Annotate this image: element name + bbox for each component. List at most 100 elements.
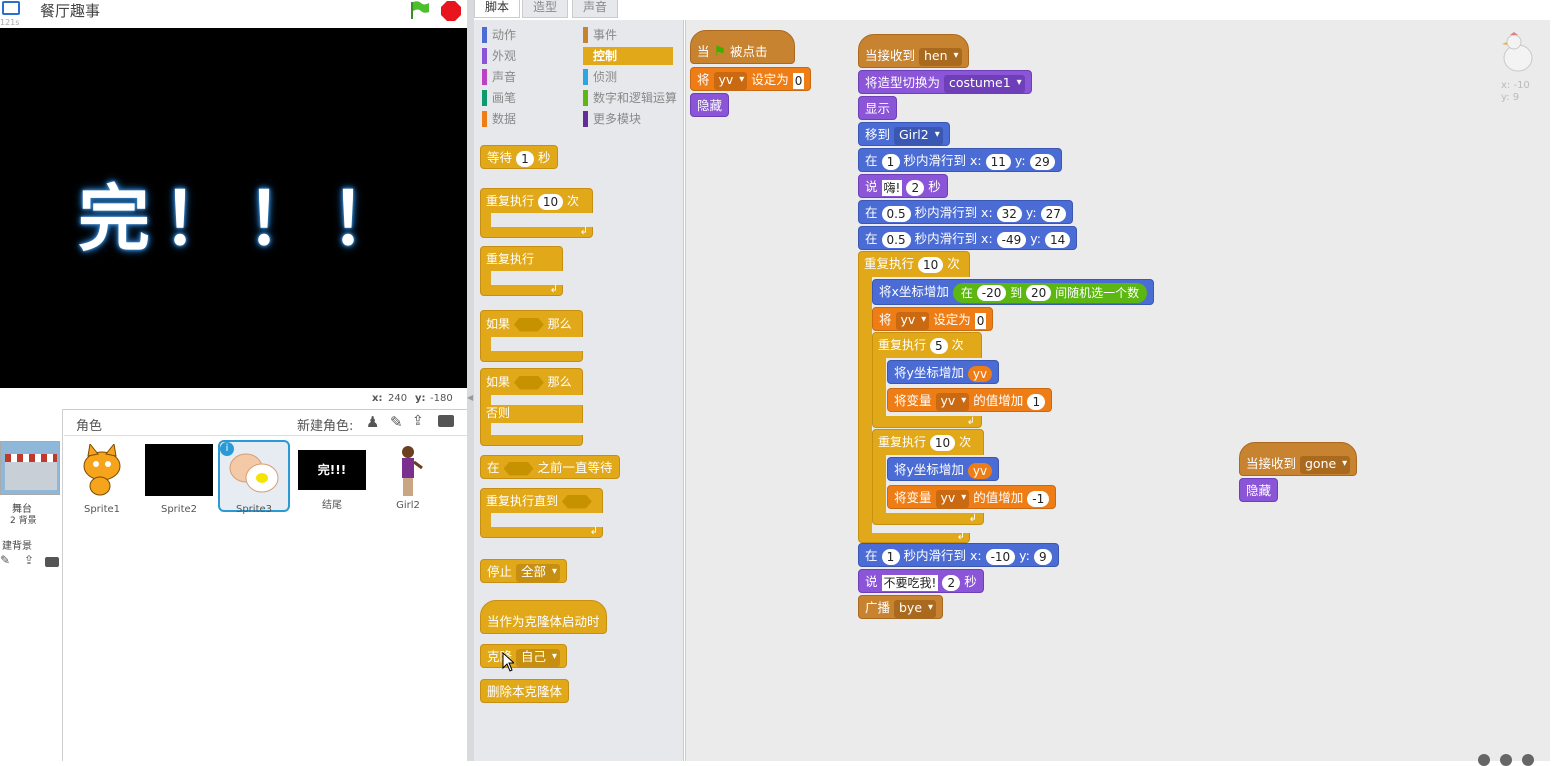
fullscreen-icon[interactable]	[2, 1, 20, 15]
when-receive-gone-hat[interactable]: 当接收到 gone	[1239, 442, 1358, 476]
sprite-thumb-sprite2[interactable]: Sprite2	[143, 440, 215, 515]
palette-stop-block[interactable]: 停止 全部	[480, 559, 568, 583]
mouse-cursor-icon	[502, 651, 516, 672]
stage-ending-text: 完！！！	[78, 177, 415, 261]
mouse-y-label: y:	[415, 393, 426, 404]
tab-sounds[interactable]: 声音	[572, 0, 619, 18]
script-area[interactable]	[685, 20, 1550, 761]
panel-splitter[interactable]	[467, 0, 474, 761]
upload-icon[interactable]: ⇪	[412, 413, 424, 429]
switch-costume-block[interactable]: 将造型切换为 costume1	[858, 70, 1032, 94]
stage-header: 餐厅趣事 121s	[0, 0, 467, 28]
mouse-y: -180	[430, 393, 453, 404]
version-label: 121s	[0, 18, 20, 27]
broadcast-block[interactable]: 广播 bye	[858, 595, 944, 619]
category-sound[interactable]: 声音	[482, 68, 578, 86]
palette-wait-block[interactable]: 等待 1 秒	[480, 145, 558, 169]
backdrop-upload-icon[interactable]: ⇪	[24, 553, 35, 567]
glide-block-2[interactable]: 在 0.5 秒内滑行到 x: 32 y: 27	[858, 200, 1073, 224]
stage-thumbnail[interactable]	[0, 441, 60, 495]
sprite-name: Sprite3	[235, 504, 273, 515]
palette-repeat-until-block[interactable]: 重复执行直到 ↲	[480, 488, 603, 538]
black-costume-icon	[145, 444, 213, 496]
scroll-gutter[interactable]	[1552, 20, 1560, 761]
category-events[interactable]: 事件	[583, 26, 679, 44]
change-y-block-2[interactable]: 将y坐标增加 yv	[887, 457, 1000, 481]
sprite-panel-title: 角色	[76, 419, 103, 434]
change-var-block-2[interactable]: 将变量 yv 的值增加 -1	[887, 485, 1057, 509]
stop-icon[interactable]	[440, 0, 462, 22]
when-flag-clicked-hat[interactable]: 当 ⚑ 被点击	[690, 30, 795, 64]
zoom-out-icon[interactable]	[1478, 754, 1490, 766]
stage-label: 舞台	[12, 504, 32, 515]
category-data[interactable]: 数据	[482, 110, 578, 128]
sprite-name: Girl2	[396, 500, 420, 511]
palette-wait-until-block[interactable]: 在 之前一直等待	[480, 455, 620, 479]
category-more-blocks[interactable]: 更多模块	[583, 110, 679, 128]
glide-block-4[interactable]: 在 1 秒内滑行到 x: -10 y: 9	[858, 543, 1059, 567]
glide-block-1[interactable]: 在 1 秒内滑行到 x: 11 y: 29	[858, 148, 1062, 172]
green-flag-icon[interactable]	[408, 0, 430, 20]
palette-if-else-block[interactable]: 如果 那么 否则	[480, 368, 583, 446]
info-icon[interactable]: i	[220, 442, 234, 456]
sprite-library-icon[interactable]: ♟	[366, 413, 380, 431]
category-control[interactable]: 控制	[583, 47, 673, 65]
palette-delete-clone-block[interactable]: 删除本克隆体	[480, 679, 570, 703]
set-variable-block[interactable]: 将 yv 设定为 0	[690, 67, 812, 91]
egg-icon	[220, 446, 288, 498]
palette-when-clone-block[interactable]: 当作为克隆体启动时	[480, 600, 607, 634]
backdrop-count: 2 背景	[10, 516, 37, 526]
change-y-block-1[interactable]: 将y坐标增加 yv	[887, 360, 1000, 384]
new-sprite-label: 新建角色:	[297, 419, 354, 434]
stage-backdrop-column: 舞台 2 背景 建背景 ✎ ⇪	[0, 409, 63, 761]
hide-block-2[interactable]: 隐藏	[1239, 478, 1279, 502]
sprite-thumb-girl2[interactable]: Girl2	[372, 440, 444, 512]
girl-icon	[374, 444, 442, 496]
sprite-thumb-sprite1[interactable]: Sprite1	[66, 440, 138, 515]
sprite-thumb-ending[interactable]: 完!!! 结尾	[296, 440, 368, 512]
ending-thumb-text: 完!!!	[298, 450, 366, 490]
backdrop-camera-icon[interactable]	[45, 557, 59, 567]
hide-block[interactable]: 隐藏	[690, 93, 730, 117]
category-sensing[interactable]: 侦测	[583, 68, 679, 86]
camera-icon[interactable]	[438, 415, 454, 427]
sprite-preview-hen-icon	[1498, 32, 1538, 76]
tab-costumes[interactable]: 造型	[522, 0, 569, 18]
say-block-2[interactable]: 说 不要吃我! 2 秒	[858, 569, 984, 593]
cat-icon	[68, 442, 136, 496]
backdrop-paint-icon[interactable]: ✎	[0, 553, 11, 567]
new-backdrop-label: 建背景	[2, 541, 32, 552]
stage-canvas[interactable]: 完！！！	[0, 28, 467, 388]
sprite-thumb-sprite3-selected[interactable]: i Sprite3	[218, 440, 290, 515]
palette-forever-block[interactable]: 重复执行 ↲	[480, 246, 563, 296]
palette-clone-block[interactable]: 克隆 自己	[480, 644, 568, 668]
sprite-name: Sprite1	[83, 504, 121, 515]
zoom-in-icon[interactable]	[1522, 754, 1534, 766]
sprite-name: Sprite2	[160, 504, 198, 515]
say-block-1[interactable]: 说 嗨! 2 秒	[858, 174, 948, 198]
category-looks[interactable]: 外观	[482, 47, 578, 65]
paint-brush-icon[interactable]: ✎	[390, 413, 403, 431]
when-receive-hen-hat[interactable]: 当接收到 hen	[858, 34, 969, 68]
collapse-arrow-icon[interactable]: ◀	[467, 393, 474, 402]
palette-repeat-block[interactable]: 重复执行 10 次 ↲	[480, 188, 593, 238]
mouse-coordinates: x: 240 y: -180	[0, 389, 467, 409]
category-pen[interactable]: 画笔	[482, 89, 578, 107]
goto-sprite-block[interactable]: 移到 Girl2	[858, 122, 950, 146]
change-var-block-1[interactable]: 将变量 yv 的值增加 1	[887, 388, 1053, 412]
tab-scripts[interactable]: 脚本	[474, 0, 521, 18]
category-operators[interactable]: 数字和逻辑运算	[583, 89, 683, 107]
palette-if-block[interactable]: 如果 那么	[480, 310, 583, 362]
glide-block-3[interactable]: 在 0.5 秒内滑行到 x: -49 y: 14	[858, 226, 1078, 250]
mouse-x-label: x:	[372, 393, 383, 404]
zoom-reset-icon[interactable]	[1500, 754, 1512, 766]
sprite-name: 结尾	[322, 500, 342, 511]
change-x-block[interactable]: 将x坐标增加 在 -20 到 20 间随机选一个数	[872, 279, 1155, 305]
set-yv-block[interactable]: 将 yv 设定为 0	[872, 307, 994, 331]
category-motion[interactable]: 动作	[482, 26, 578, 44]
project-title: 餐厅趣事	[40, 2, 101, 20]
green-flag-icon: ⚑	[713, 44, 727, 60]
mouse-x: 240	[388, 393, 408, 404]
show-block[interactable]: 显示	[858, 96, 898, 120]
sprite-panel-header	[64, 410, 467, 436]
